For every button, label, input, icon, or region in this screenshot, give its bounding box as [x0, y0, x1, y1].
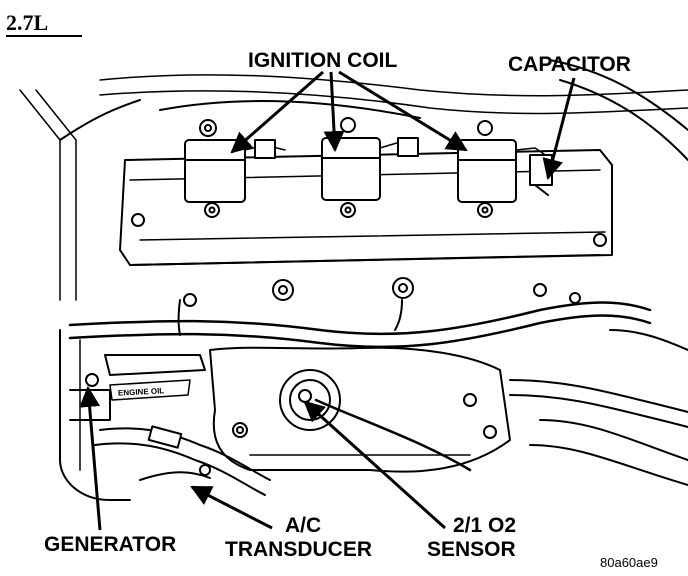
engine-oil-tag-label: ENGINE OIL — [118, 386, 165, 397]
callout-leaders — [79, 70, 576, 531]
engine-size-title: 2.7L — [6, 10, 48, 35]
ignition-coil-label: IGNITION COIL — [248, 49, 398, 72]
ignition-coil-3 — [457, 120, 551, 218]
ignition-coil-2 — [321, 117, 419, 218]
ignition-coil-leader-2 — [323, 71, 345, 153]
ac-transducer-leader — [190, 485, 273, 530]
generator-leader — [79, 385, 102, 531]
o2-sensor-label-line2: SENSOR — [427, 538, 516, 561]
o2-sensor-label-line1: 2/1 O2 — [453, 514, 516, 537]
generator-label: GENERATOR — [44, 533, 176, 556]
ignition-coil-leader-3 — [338, 70, 468, 152]
figure-id: 80a60ae9 — [600, 555, 658, 570]
ignition-coil-1 — [184, 139, 286, 218]
engine-line-art — [19, 59, 688, 501]
capacitor-leader — [542, 77, 576, 181]
ignition-coil-leader-1 — [230, 70, 324, 154]
o2-sensor-leader — [303, 400, 447, 530]
capacitor-label: CAPACITOR — [508, 53, 631, 76]
ac-transducer-label-line2: TRANSDUCER — [225, 538, 372, 561]
ac-transducer-label-line1: A/C — [285, 514, 321, 537]
